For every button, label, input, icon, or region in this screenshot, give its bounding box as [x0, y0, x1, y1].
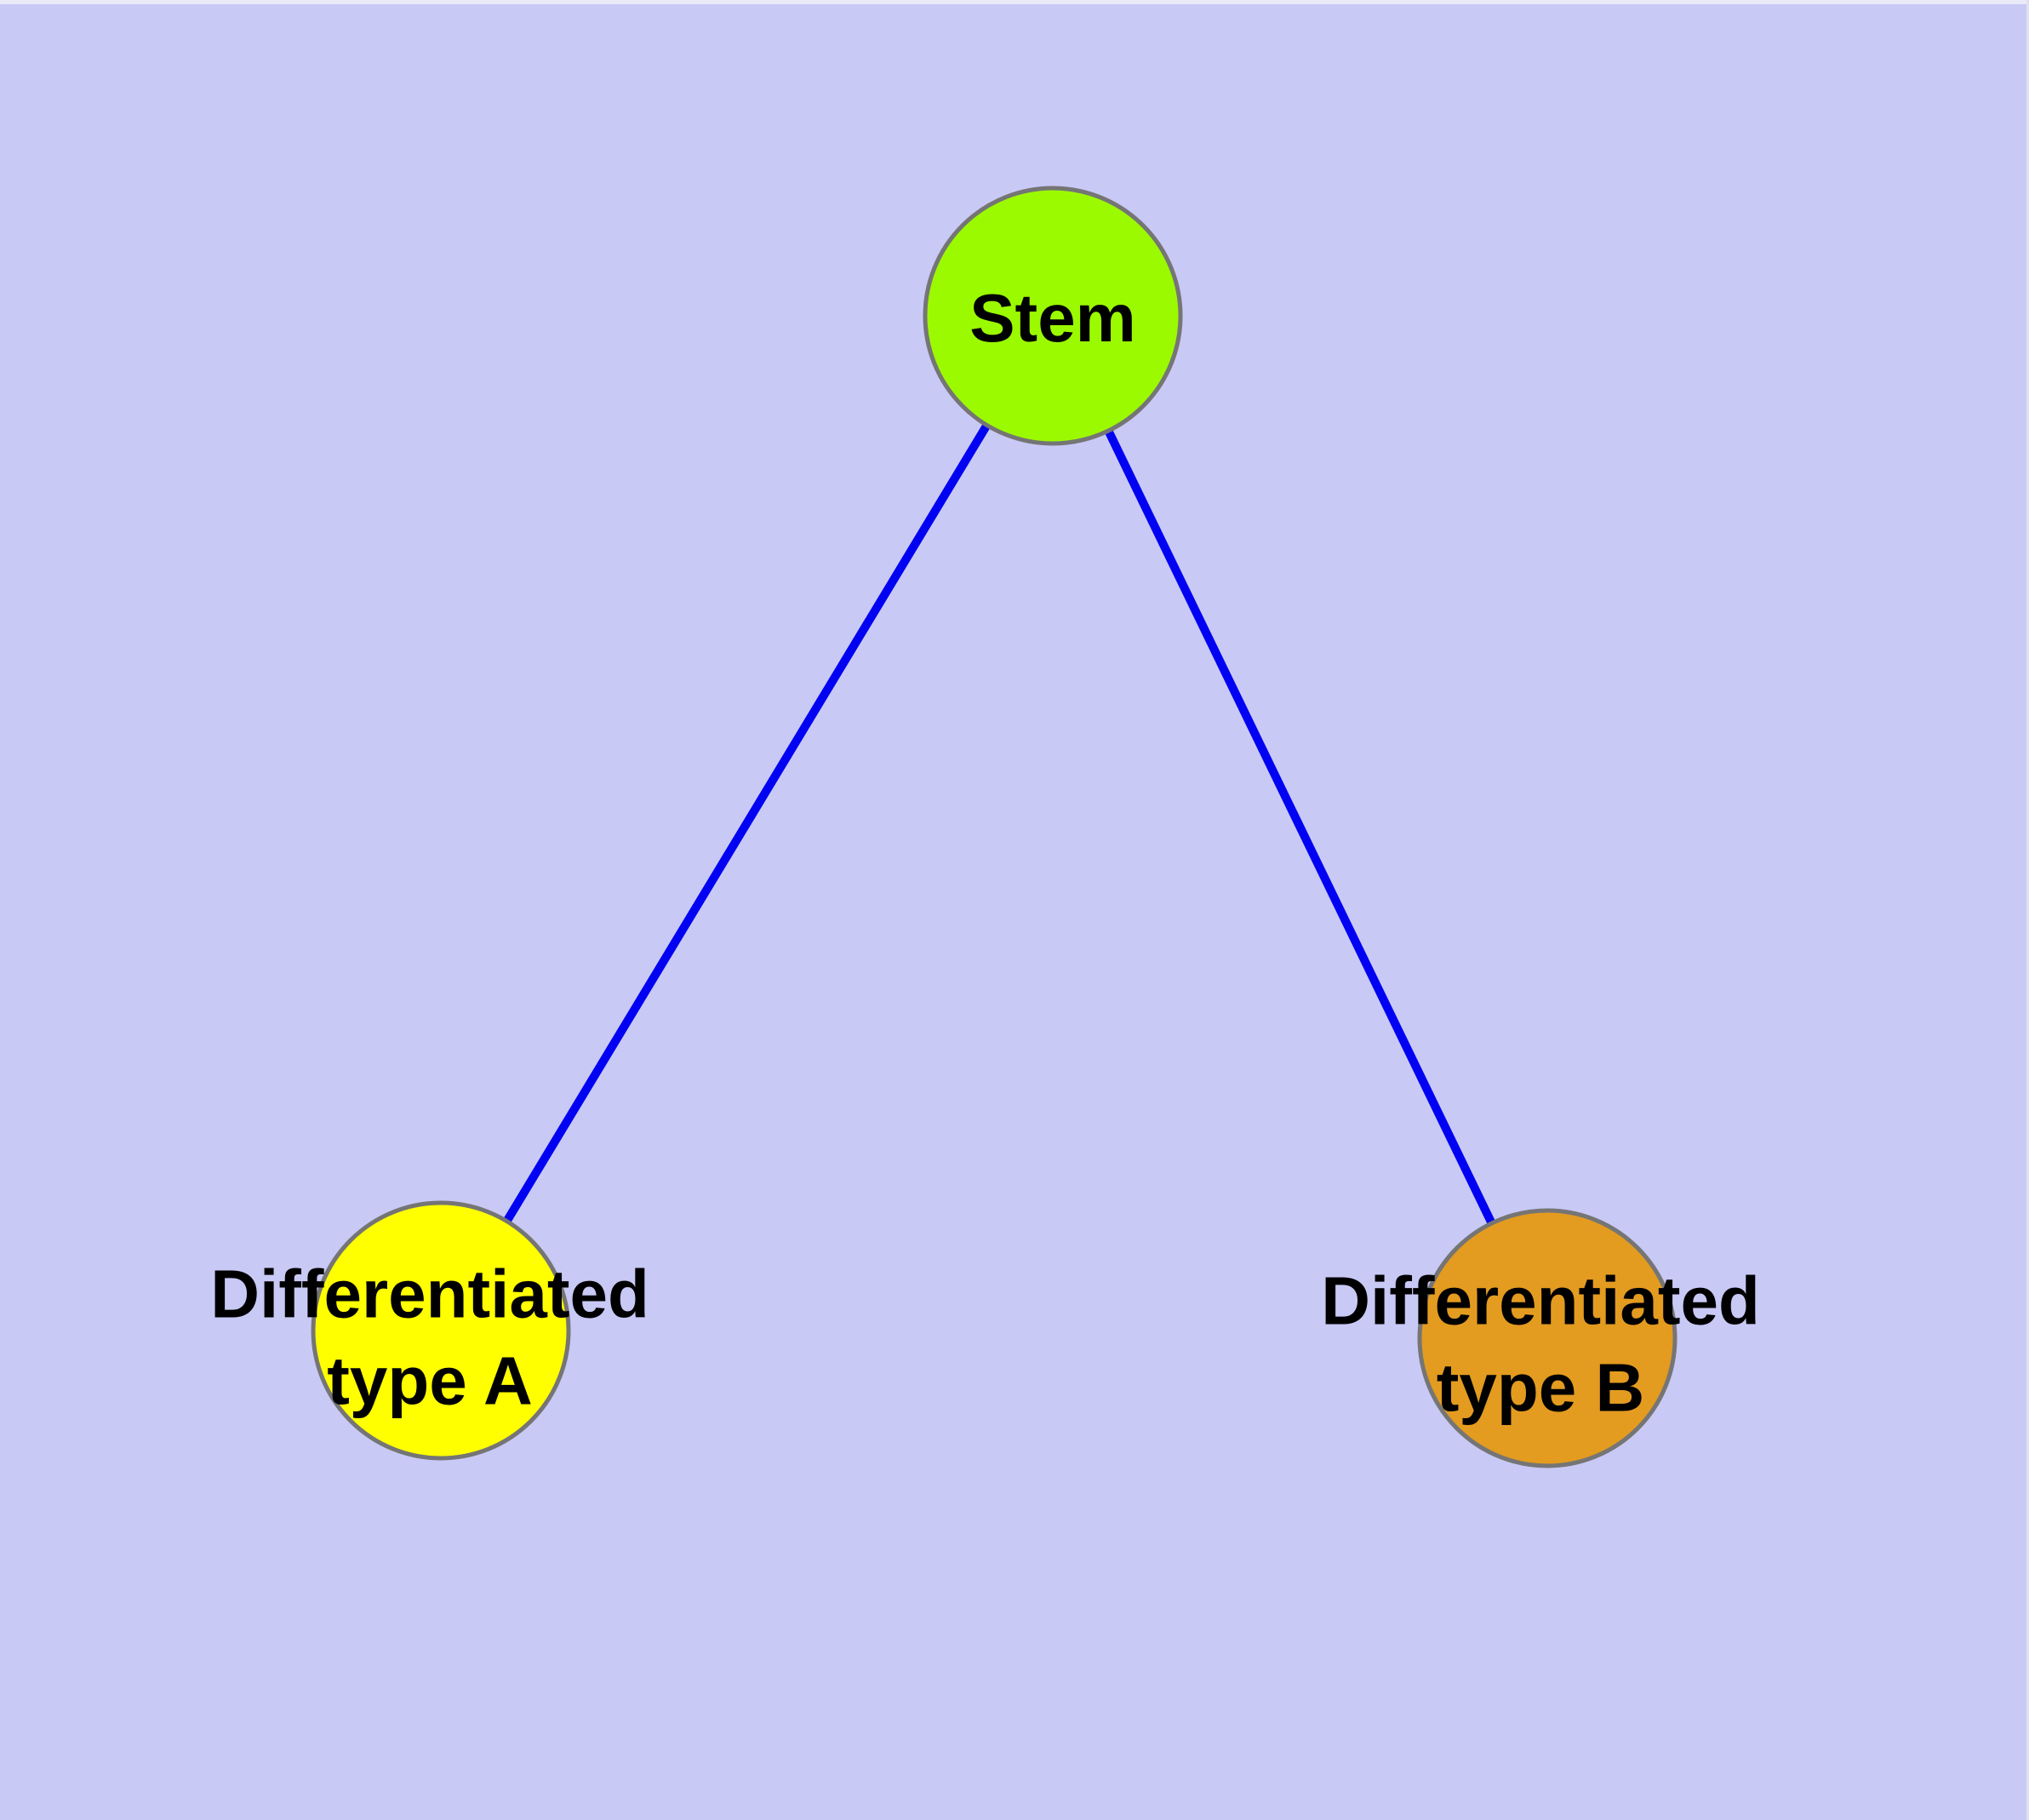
node-stem-circle[interactable]: [923, 186, 1183, 446]
edge-stem-to-type-a: [437, 313, 1057, 1333]
edge-stem-to-type-b: [1049, 313, 1552, 1341]
node-type-b-circle[interactable]: [1417, 1208, 1677, 1468]
window-edge-right: [2026, 0, 2029, 1820]
node-type-a-circle[interactable]: [311, 1200, 571, 1461]
window-edge-top: [0, 0, 2029, 4]
